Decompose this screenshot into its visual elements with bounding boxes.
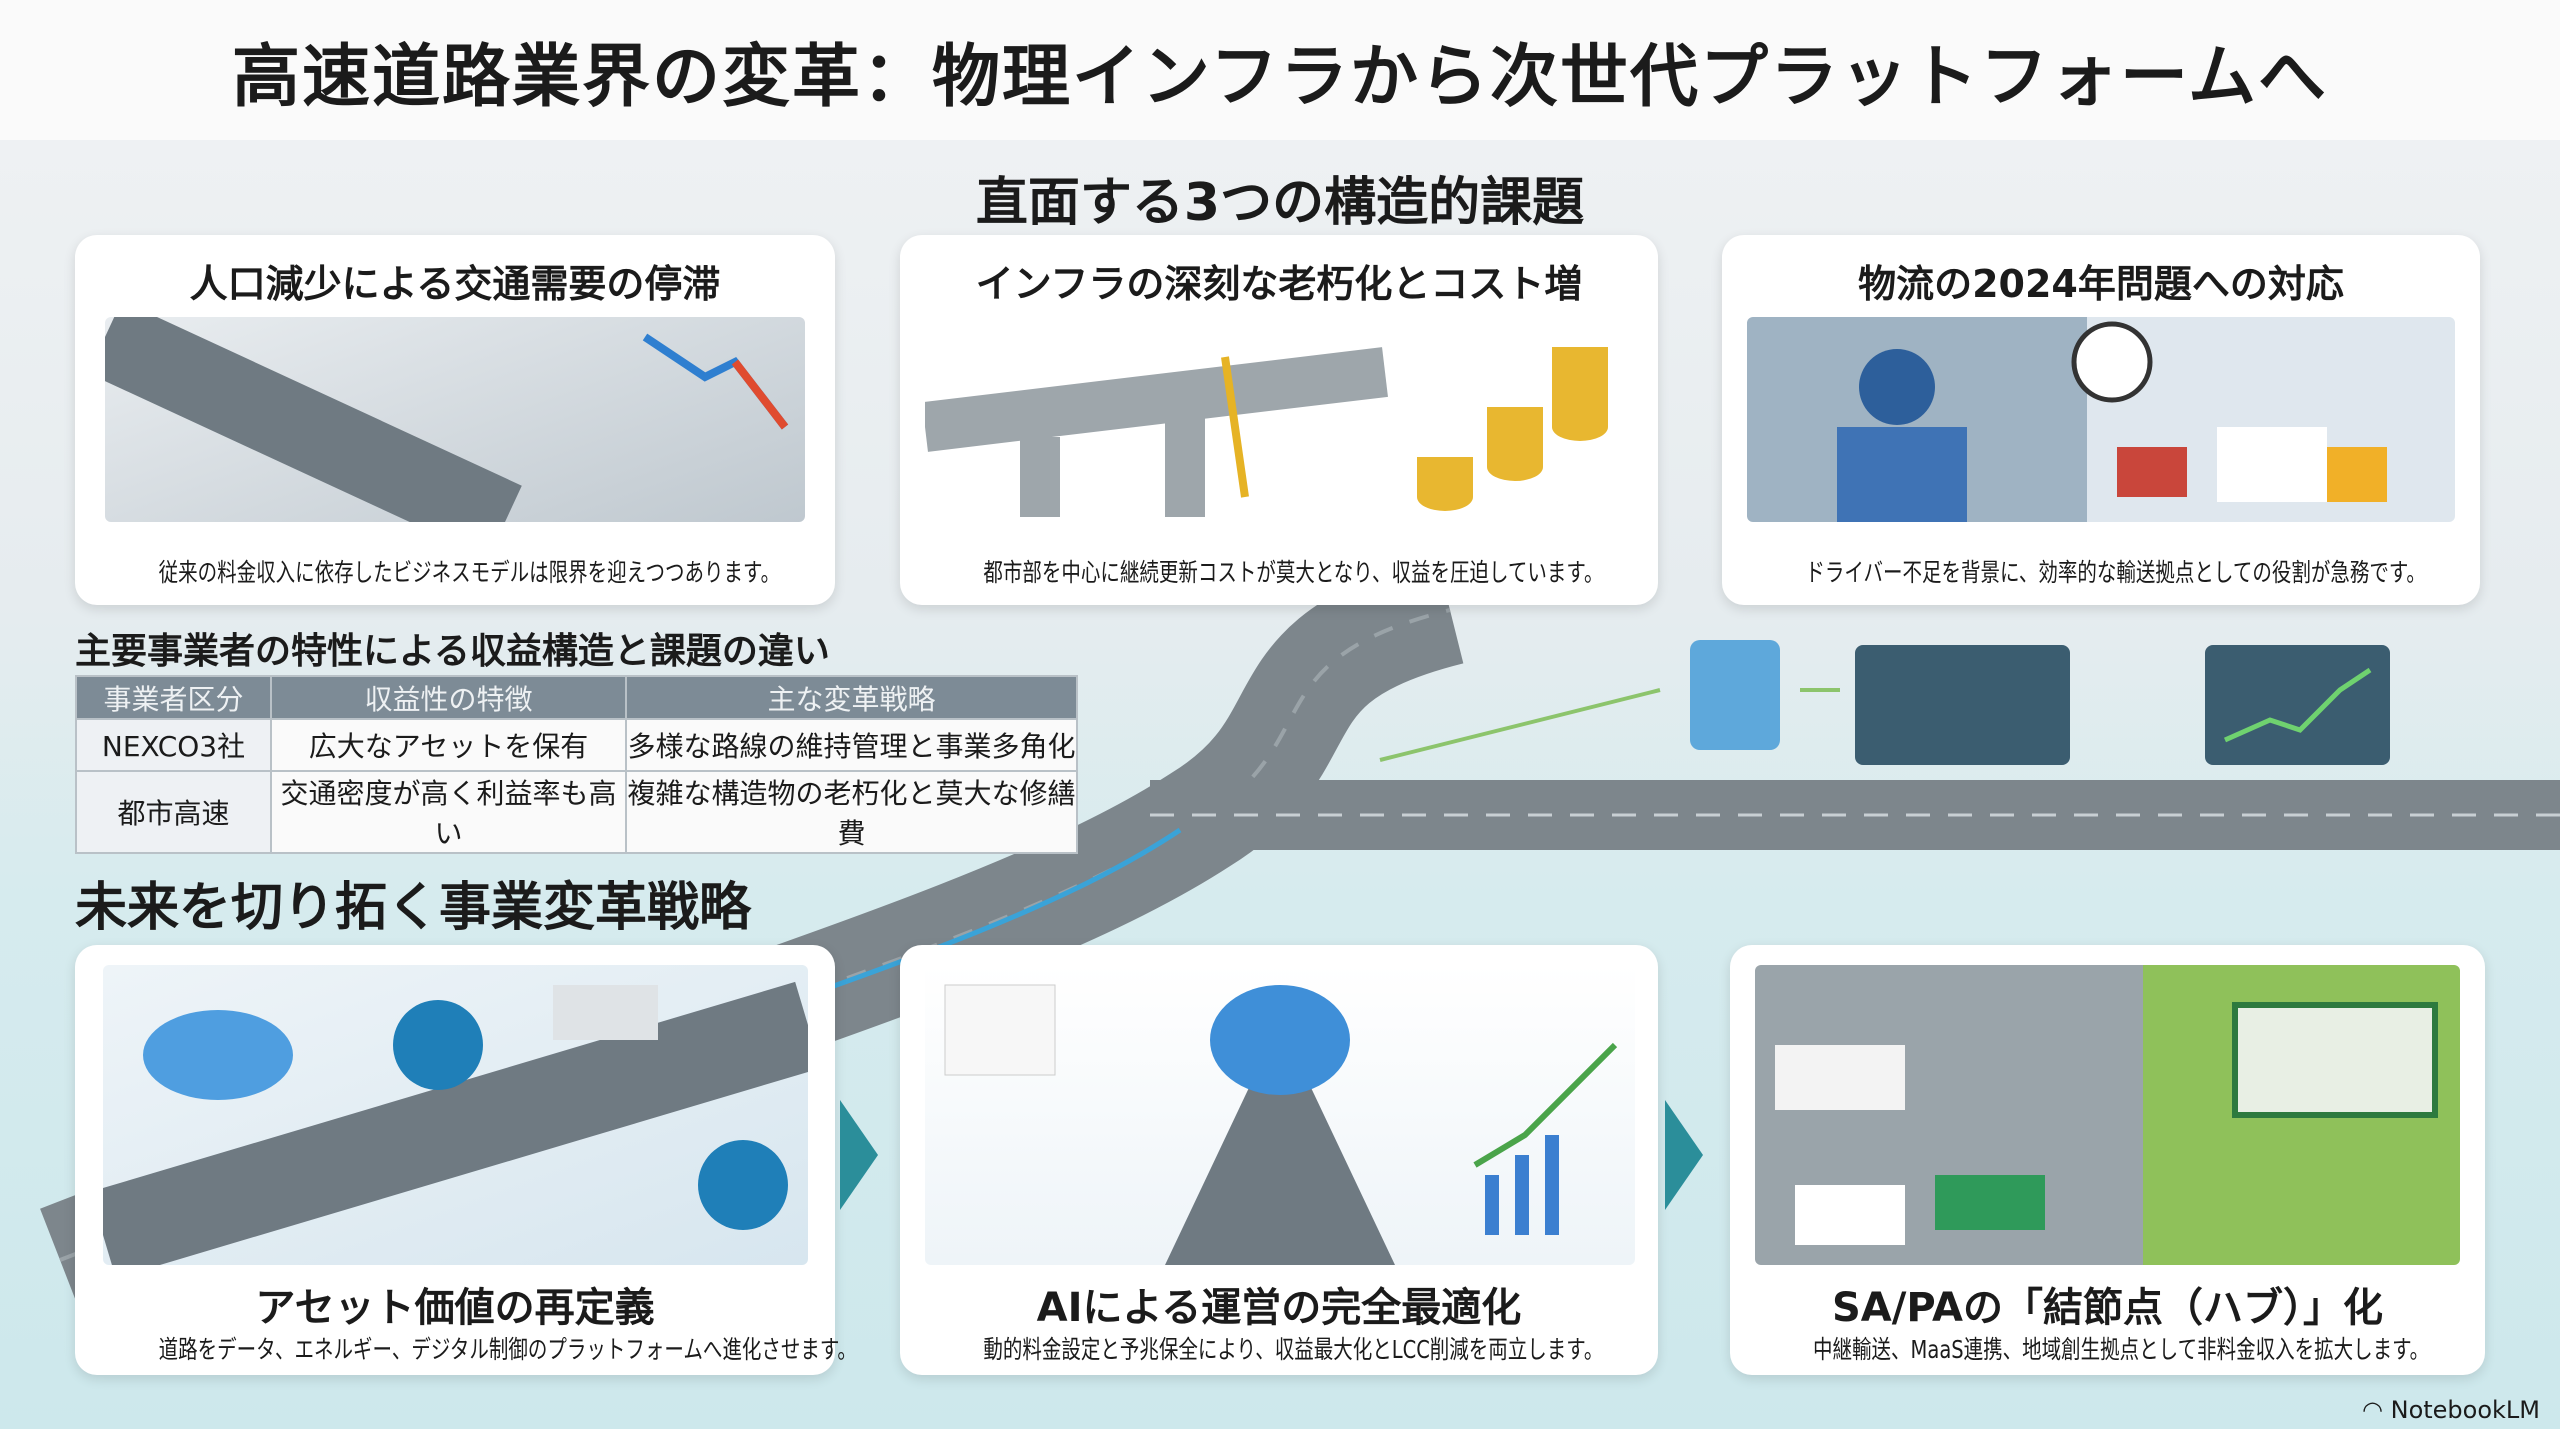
strategy-card-3: SA/PAの「結節点（ハブ）」化 中継輸送、MaaS連携、地域創生拠点として非料… [1730,945,2485,1375]
card-title: SA/PAの「結節点（ハブ）」化 [1832,1285,2383,1331]
table-row: NEXCO3社広大なアセットを保有多様な路線の維持管理と事業多角化 [75,718,1078,772]
table-cell: 多様な路線の維持管理と事業多角化 [625,718,1078,772]
dashboard-icon [1855,645,2070,765]
card-title: 人口減少による交通需要の停滞 [189,262,721,306]
challenges-heading: 直面する3つの構造的課題 [975,173,1585,233]
card-title: 物流の2024年問題への対応 [1858,262,2344,306]
challenge-card-2: インフラの深刻な老朽化とコスト増 都市部を中心に継続更新コストが莫大となり、収益… [900,235,1658,605]
table-row: 都市高速交通密度が高く利益率も高い複雑な構造物の老朽化と莫大な修繕費 [75,770,1078,854]
operators-table: 事業者区分収益性の特徴主な変革戦略 NEXCO3社広大なアセットを保有多様な路線… [75,675,1078,854]
connected-road-illustration [103,965,808,1265]
cloud-icon [1690,640,1780,750]
column-header: 事業者区分 [75,675,272,720]
column-header: 主な変革戦略 [625,675,1078,720]
table-cell: 交通密度が高く利益率も高い [270,770,627,854]
service-area-hub-illustration [1755,965,2460,1265]
card-title: アセット価値の再定義 [255,1285,655,1331]
table-cell: 複雑な構造物の老朽化と莫大な修繕費 [625,770,1078,854]
card-caption: 道路をデータ、エネルギー、デジタル制御のプラットフォームへ進化させます。 [158,1335,857,1364]
column-header: 収益性の特徴 [270,675,627,720]
strategy-card-2: AIによる運営の完全最適化 動的料金設定と予兆保全により、収益最大化とLCC削減… [900,945,1658,1375]
arrow-right-icon [840,1100,878,1210]
card-title: インフラの深刻な老朽化とコスト増 [975,262,1583,306]
truck-driver-illustration [1747,317,2455,522]
strategies-heading: 未来を切り拓く事業変革戦略 [75,878,752,938]
title-bar: 高速道路業界の変革：物理インフラから次世代プラットフォームへ [0,0,2560,140]
notebooklm-logo-icon: ◠ [2362,1396,2391,1424]
table-cell: 都市高速 [75,770,272,854]
declining-traffic-illustration [105,317,805,522]
ai-brain-illustration [925,965,1635,1265]
strategy-card-1: アセット価値の再定義 道路をデータ、エネルギー、デジタル制御のプラットフォームへ… [75,945,857,1375]
card-caption: 動的料金設定と予兆保全により、収益最大化とLCC削減を両立します。 [983,1335,1604,1364]
aging-bridge-illustration [925,317,1635,522]
chart-panel-icon [2205,645,2390,765]
card-title: AIによる運営の完全最適化 [1036,1285,1522,1331]
table-cell: 広大なアセットを保有 [270,718,627,772]
arrow-right-icon [1665,1100,1703,1210]
challenge-card-1: 人口減少による交通需要の停滞 従来の料金収入に依存したビジネスモデルは限界を迎え… [75,235,835,605]
challenge-card-3: 物流の2024年問題への対応 ドライバー不足を背景に、効率的な輸送拠点としての役… [1722,235,2480,605]
page-title: 高速道路業界の変革：物理インフラから次世代プラットフォームへ [232,37,2328,117]
card-caption: 従来の料金収入に依存したビジネスモデルは限界を迎えつつあります。 [158,558,781,587]
card-caption: 中継輸送、MaaS連携、地域創生拠点として非料金収入を拡大します。 [1813,1335,2430,1364]
card-caption: ドライバー不足を背景に、効率的な輸送拠点としての役割が急務です。 [1805,558,2426,587]
card-caption: 都市部を中心に継続更新コストが莫大となり、収益を圧迫しています。 [983,558,1604,587]
operators-heading: 主要事業者の特性による収益構造と課題の違い [75,631,830,672]
brand-label: ◠ NotebookLM [2362,1396,2540,1424]
table-cell: NEXCO3社 [75,718,272,772]
